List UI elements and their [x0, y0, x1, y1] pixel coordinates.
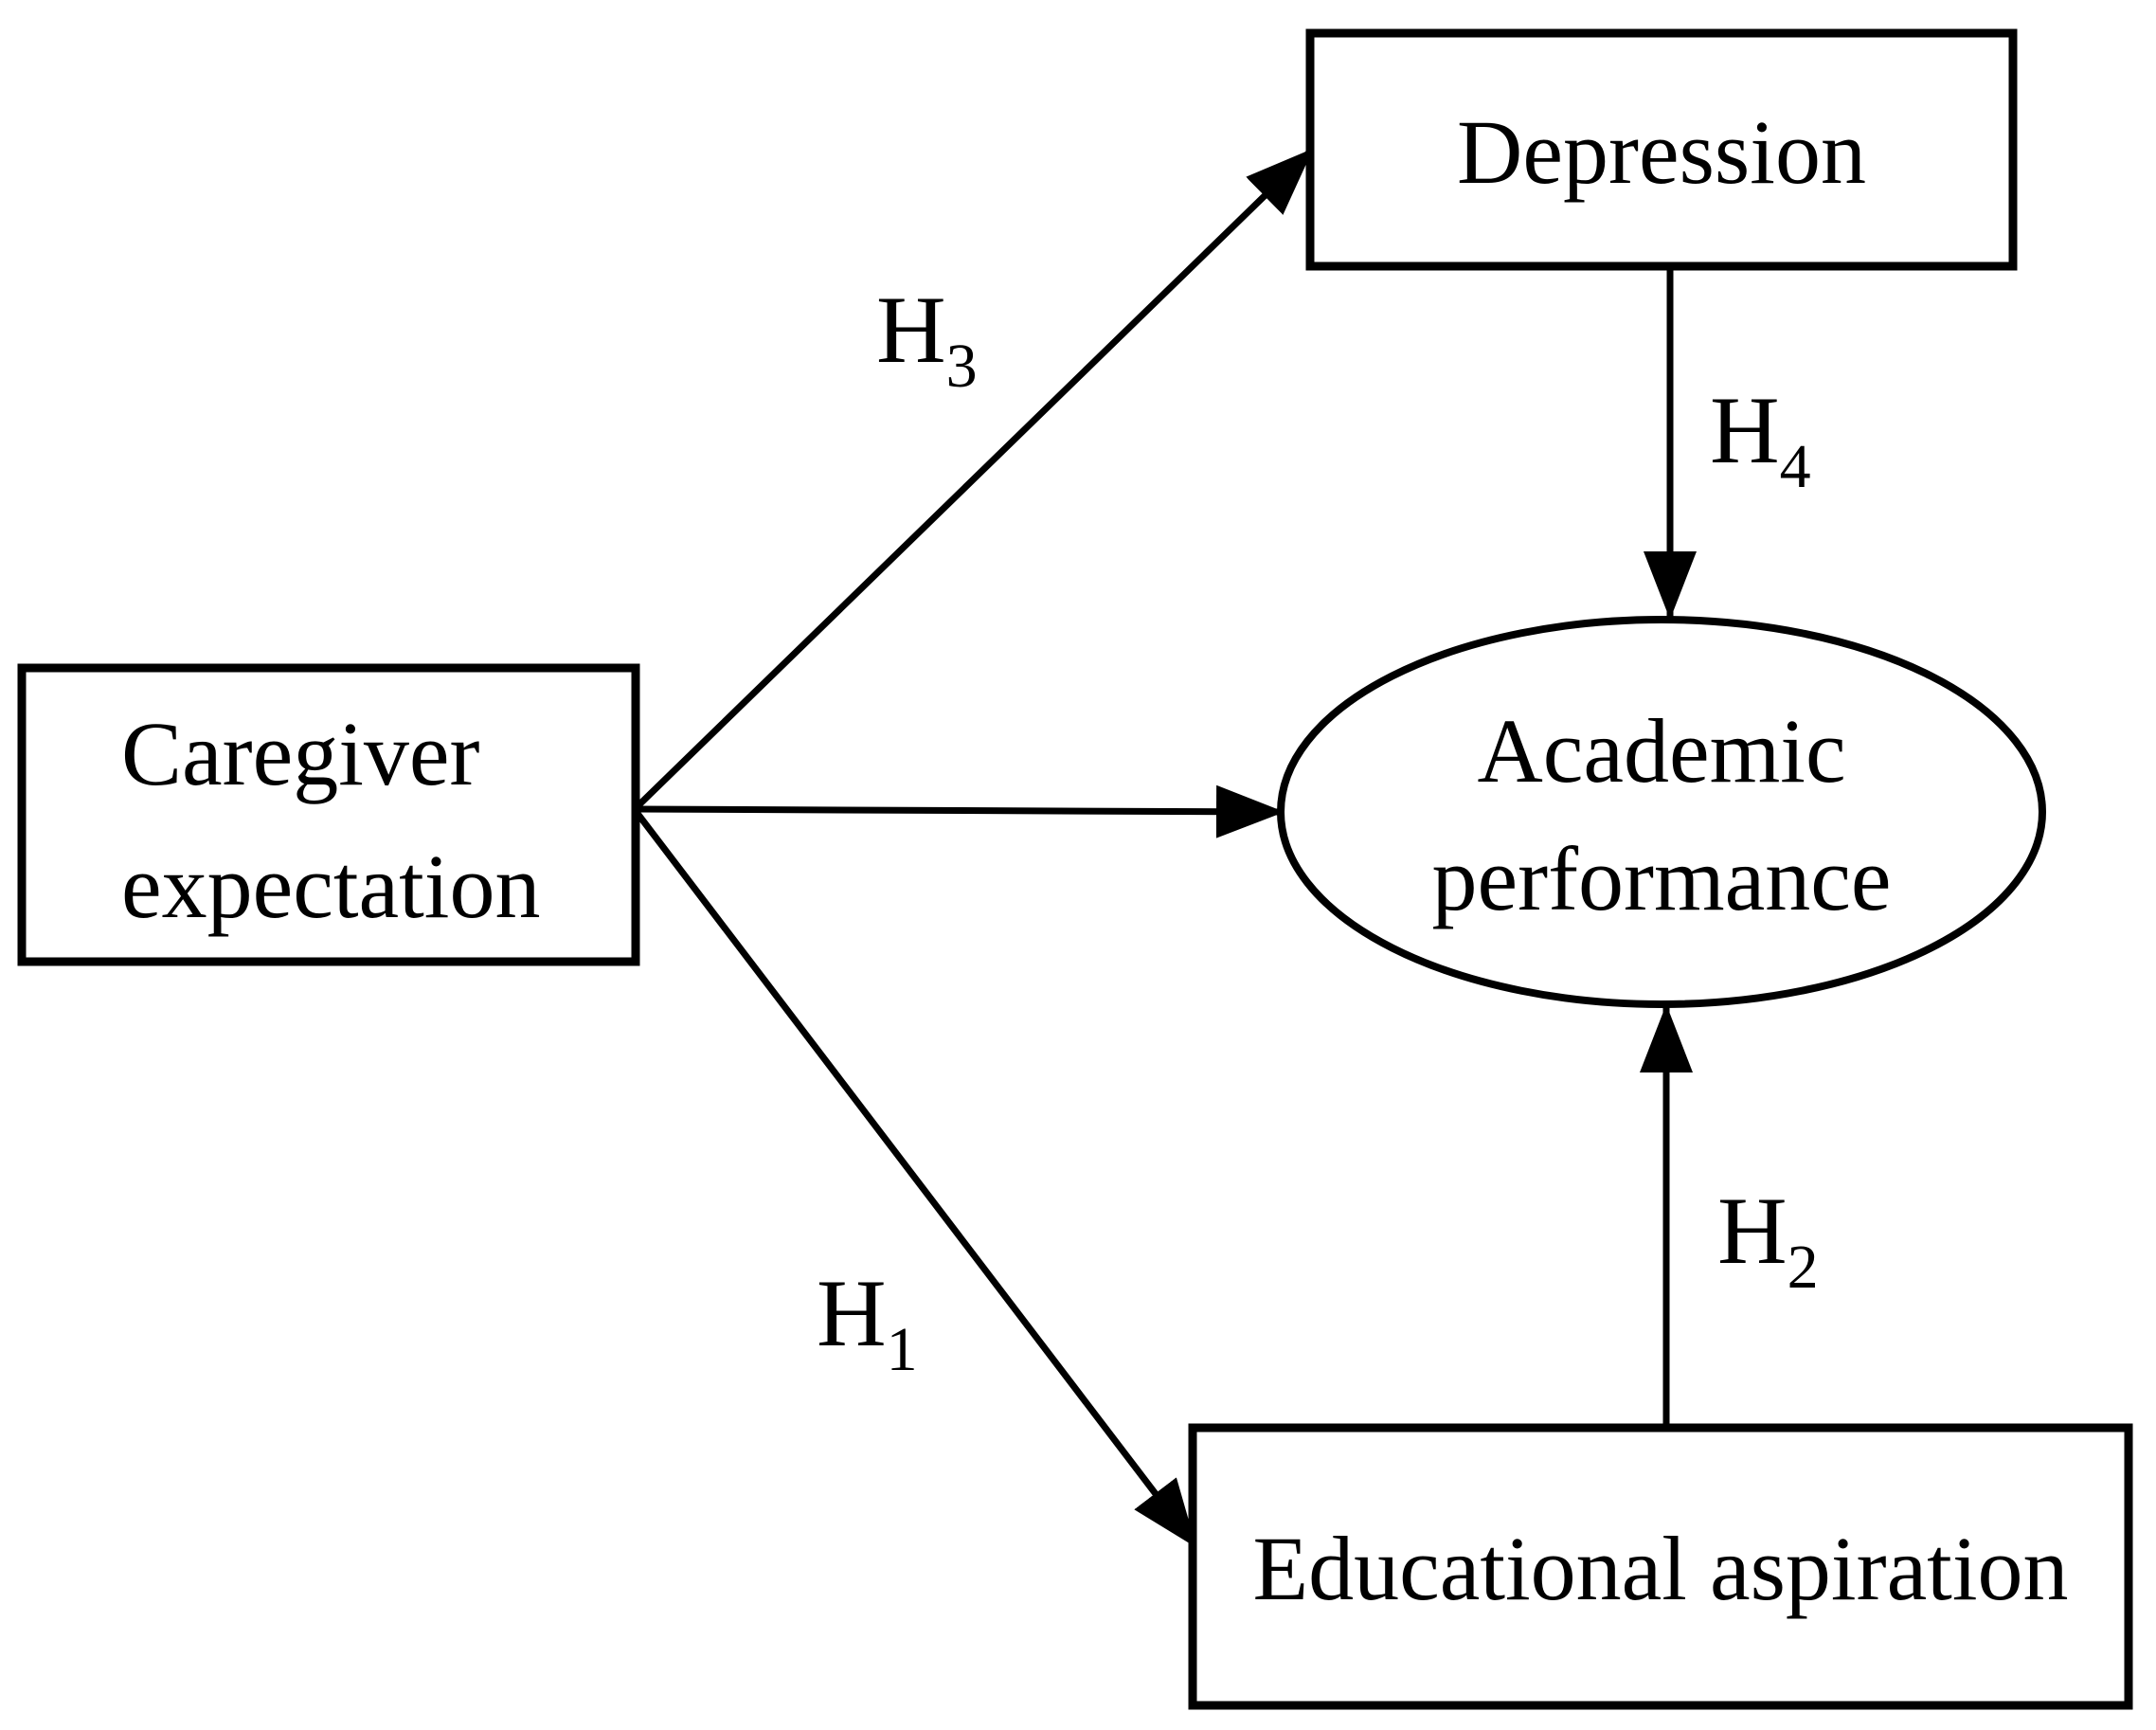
edge-direct-caregiver-to-academic-performance: [635, 784, 1285, 838]
edge-label-h1-main: H: [817, 1260, 887, 1367]
edge-label-h1-sub: 1: [887, 1315, 918, 1384]
academic-performance-label-line2: performance: [1431, 828, 1891, 929]
edge-h1-caregiver-to-educational-aspiration: [633, 808, 1198, 1549]
edge-label-h2: H2: [1717, 1178, 1819, 1302]
edge-label-h4-main: H: [1710, 377, 1780, 484]
edge-label-h2-sub: 2: [1788, 1233, 1819, 1302]
caregiver-expectation-label-line1: Caregiver: [121, 703, 480, 804]
edge-h3-caregiver-to-depression: [633, 147, 1315, 811]
academic-performance-label-line1: Academic: [1477, 700, 1845, 802]
caregiver-expectation-node-box: [17, 663, 640, 966]
academic-performance-node-ellipse: [1277, 616, 2046, 1008]
edge-label-h4: H4: [1710, 377, 1811, 501]
caregiver-expectation-label-line2: expectation: [121, 836, 540, 937]
edge-label-h1: H1: [817, 1260, 918, 1384]
educational-aspiration-node-box: [1188, 1423, 2133, 1710]
edge-label-h4-sub: 4: [1780, 432, 1811, 501]
depression-node-box: [1305, 28, 2018, 271]
edge-label-h2-main: H: [1717, 1178, 1788, 1285]
edge-label-h3-main: H: [876, 277, 946, 384]
depression-node-label: Depression: [1457, 101, 1866, 203]
edge-label-h3-sub: 3: [946, 332, 978, 401]
educational-aspiration-node-label: Educational aspiration: [1252, 1518, 2068, 1619]
edge-label-h3: H3: [876, 277, 978, 401]
